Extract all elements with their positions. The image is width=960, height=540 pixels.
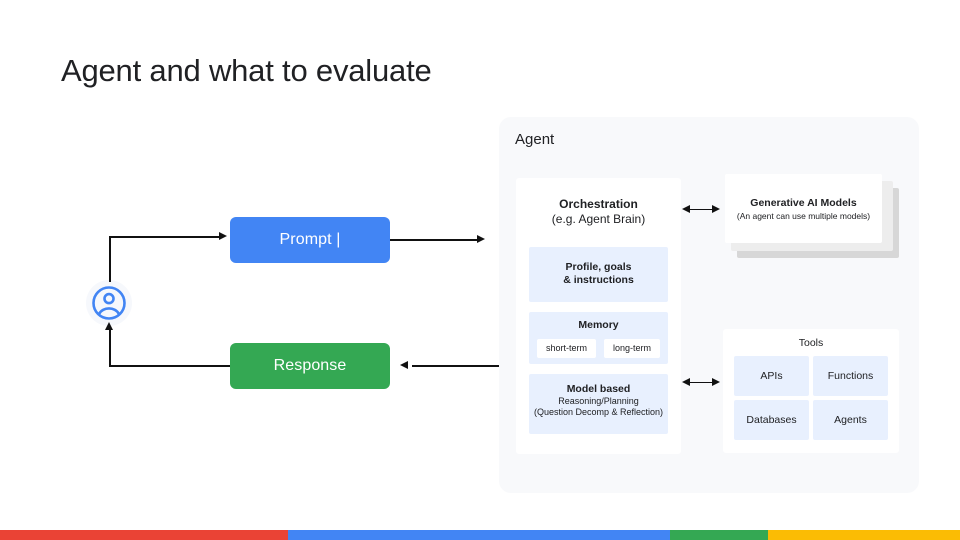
tool-item-databases[interactable]: Databases xyxy=(734,400,809,440)
connector-agent-to-response xyxy=(412,365,504,367)
model-based-block: Model based Reasoning/Planning (Question… xyxy=(529,374,668,434)
user-avatar xyxy=(86,280,132,326)
connector-response-to-user-vertical xyxy=(109,327,111,366)
orchestration-subtitle: (e.g. Agent Brain) xyxy=(551,212,646,226)
connector-orchestration-models-icon xyxy=(682,205,720,214)
page-title: Agent and what to evaluate xyxy=(61,53,432,88)
generative-ai-models-title: Generative AI Models xyxy=(750,196,857,209)
tools-grid: APIs Functions Databases Agents xyxy=(734,356,888,440)
connector-user-to-prompt-vertical xyxy=(109,237,111,282)
memory-block: Memory short-term long-term xyxy=(529,312,668,364)
generative-ai-models-card: Generative AI Models (An agent can use m… xyxy=(725,174,882,243)
prompt-box[interactable]: Prompt | xyxy=(230,217,390,263)
model-based-title: Model based xyxy=(566,383,631,395)
response-label: Response xyxy=(273,357,347,374)
brand-seg-yellow xyxy=(768,530,960,540)
orchestration-card: Orchestration (e.g. Agent Brain) Profile… xyxy=(516,178,681,454)
model-based-line-2: Reasoning/Planning xyxy=(558,396,639,406)
profile-line-1: Profile, goals xyxy=(565,261,632,273)
brand-color-bar xyxy=(0,530,960,540)
agent-panel-title: Agent xyxy=(515,131,555,148)
tools-card: Tools APIs Functions Databases Agents xyxy=(723,329,899,453)
generative-ai-models-subtitle: (An agent can use multiple models) xyxy=(736,210,871,221)
arrow-head-into-user-icon xyxy=(105,322,113,330)
tool-item-apis[interactable]: APIs xyxy=(734,356,809,396)
model-based-line-3: (Question Decomp & Reflection) xyxy=(533,407,664,417)
orchestration-heading: Orchestration (e.g. Agent Brain) xyxy=(516,197,681,227)
arrow-head-into-prompt-icon xyxy=(219,232,227,240)
generative-ai-models-stack: Generative AI Models (An agent can use m… xyxy=(725,174,900,259)
user-avatar-icon xyxy=(92,286,126,320)
brand-seg-blue xyxy=(288,530,670,540)
memory-title: Memory xyxy=(578,319,619,331)
connector-prompt-to-agent xyxy=(390,239,477,241)
tool-item-agents[interactable]: Agents xyxy=(813,400,888,440)
connector-response-to-user-horizontal xyxy=(109,365,230,367)
profile-line-2: & instructions xyxy=(563,274,634,286)
brand-seg-green xyxy=(670,530,768,540)
memory-chip-long-term[interactable]: long-term xyxy=(604,339,661,358)
brand-seg-red xyxy=(0,530,288,540)
prompt-label: Prompt | xyxy=(279,231,341,248)
memory-chip-short-term[interactable]: short-term xyxy=(536,339,596,358)
response-box[interactable]: Response xyxy=(230,343,390,389)
connector-user-to-prompt-horizontal xyxy=(109,236,219,238)
tools-title: Tools xyxy=(798,337,824,349)
memory-chip-row: short-term long-term xyxy=(529,339,668,358)
orchestration-title: Orchestration xyxy=(559,197,638,211)
connector-orchestration-tools-icon xyxy=(682,378,720,387)
tool-item-functions[interactable]: Functions xyxy=(813,356,888,396)
arrow-head-into-response-icon xyxy=(400,361,408,369)
profile-goals-block: Profile, goals & instructions xyxy=(529,247,668,302)
arrow-head-into-agent-icon xyxy=(477,235,485,243)
